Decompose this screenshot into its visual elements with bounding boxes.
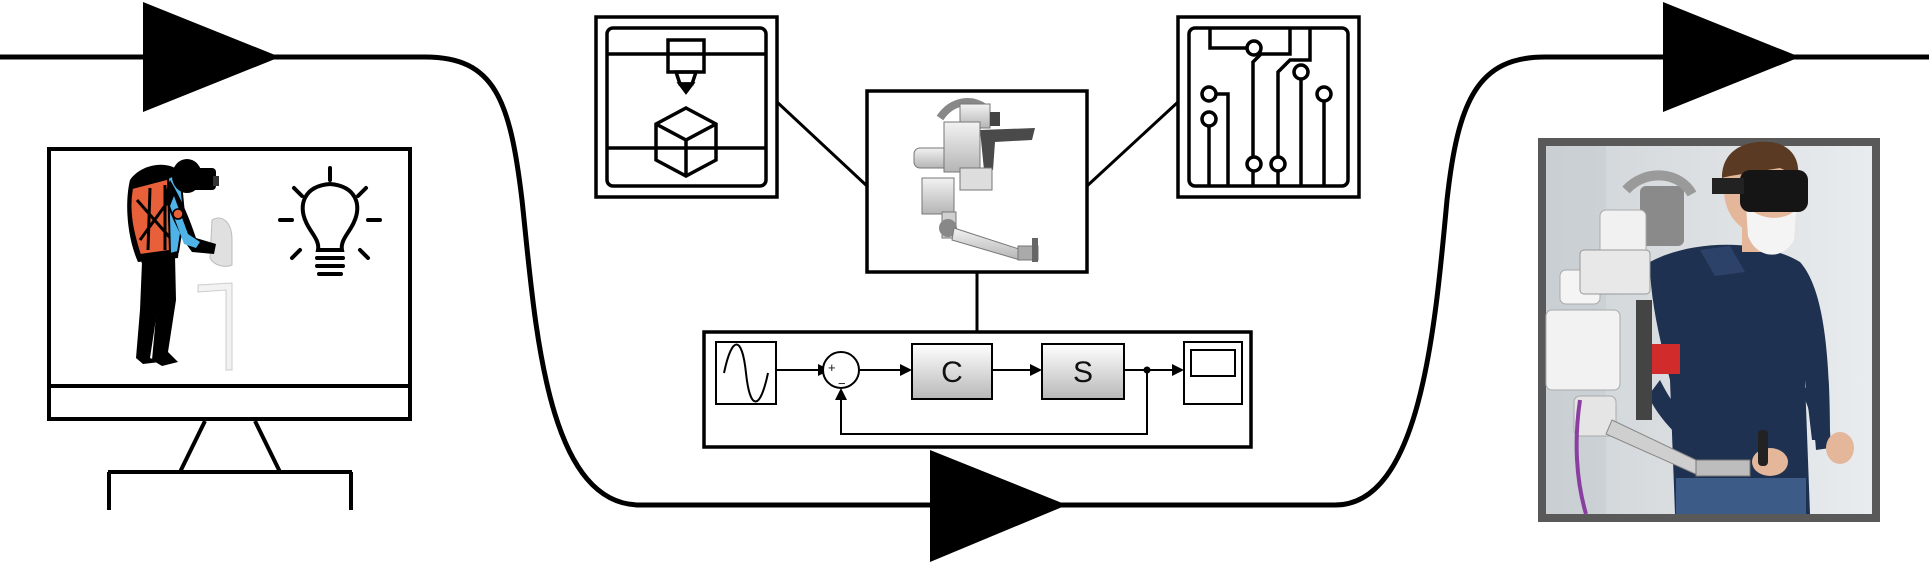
scope-icon [1183,341,1243,405]
system-block: S [1041,343,1125,400]
3d-printer-icon [594,15,779,199]
signal-source-block [715,341,777,405]
system-label: S [1073,356,1093,389]
vr-worker-figure [127,159,233,371]
exoskeleton-photo [1538,138,1880,522]
input-arrow [143,2,280,112]
control-loop-diagram: + − C S [702,330,1253,449]
controller-label: C [941,356,963,389]
exoskeleton-cad-render [865,89,1089,274]
sum-plus-sign: + [828,360,836,375]
process-flow-line [0,54,1929,508]
sine-wave-icon [723,343,769,403]
middle-arrow [930,450,1067,562]
lightbulb-icon [278,166,382,276]
sum-minus-sign: − [838,376,846,391]
output-arrow [1663,2,1800,112]
connector-circuit-render [1085,100,1180,188]
feedback-path [840,370,1148,435]
circuit-board-icon [1176,15,1361,199]
connector-printer-render [775,100,869,188]
summing-junction: + − [822,351,860,391]
controller-block: C [911,343,993,400]
